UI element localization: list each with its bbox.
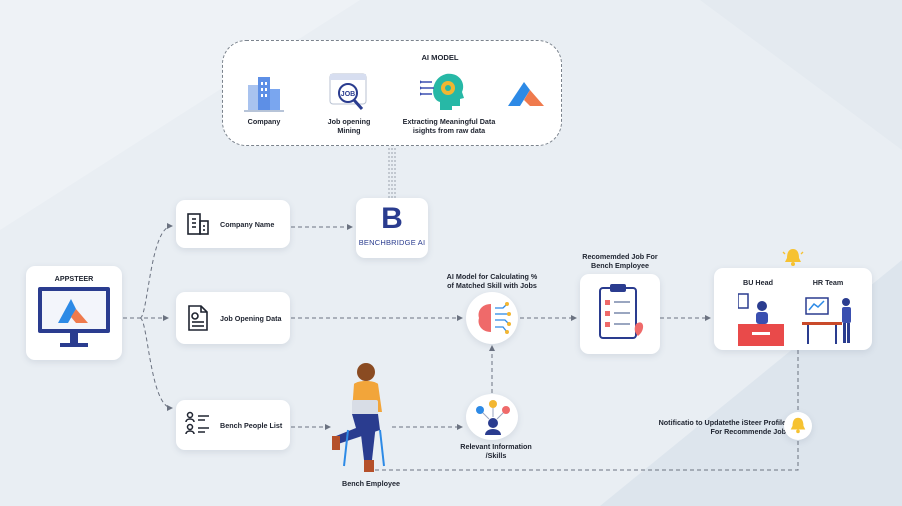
appsteer-card[interactable]: APPSTEER [26, 266, 122, 360]
ai-model-item-label: Job opening Mining [327, 117, 371, 135]
ai-brain-node [466, 292, 518, 344]
job-opening-data-label: Job Opening Data [220, 313, 282, 323]
benchbridge-logo-text: BENCHBRIDGE AI [358, 238, 426, 247]
ai-head-gear-icon [420, 70, 470, 114]
job-search-icon: JOB [328, 72, 370, 114]
teams-card[interactable]: BU Head HR Team [714, 268, 872, 350]
notification-label: Notificatio to Updatethe iSteer Profile … [658, 418, 786, 436]
relevant-info-node [466, 394, 518, 440]
ai-model-title: AI MODEL [421, 53, 459, 62]
appsteer-logo-icon [506, 80, 546, 108]
bu-head-desk-icon [738, 292, 784, 346]
job-opening-data-card[interactable]: Job Opening Data [176, 292, 290, 344]
notification-bell-node [784, 412, 812, 440]
skills-network-icon [476, 399, 510, 435]
benchbridge-ai-card[interactable]: B BENCHBRIDGE AI [356, 198, 428, 258]
document-icon [185, 304, 211, 332]
people-list-icon [185, 411, 211, 439]
bu-head-label: BU Head [743, 278, 773, 287]
bench-employee-figure [330, 360, 396, 476]
notification-bell-icon [788, 415, 808, 435]
benchbridge-logo-letter: B [381, 202, 403, 235]
bell-icon [782, 246, 804, 268]
ai-model-item-label: Company [247, 117, 281, 126]
ai-brain-icon [475, 300, 511, 336]
clipboard-checklist-icon [594, 284, 648, 344]
bench-people-list-label: Bench People List [220, 420, 283, 430]
hr-team-label: HR Team [812, 278, 844, 287]
svg-text:JOB: JOB [341, 91, 355, 98]
relevant-info-label: Relevant Information /Skills [460, 442, 532, 460]
recommended-job-card[interactable] [580, 274, 660, 354]
ai-model-item-label: Extracting Meaningful Data isights from … [402, 117, 496, 135]
buildings-icon [244, 75, 284, 113]
company-name-label: Company Name [220, 219, 275, 229]
company-name-card[interactable]: Company Name [176, 200, 290, 248]
bench-employee-label: Bench Employee [342, 479, 400, 488]
appsteer-title: APPSTEER [54, 274, 94, 283]
building-icon [185, 211, 211, 237]
hr-team-desk-icon [802, 292, 858, 346]
recommended-job-label: Recomemded Job For Bench Employee [582, 252, 658, 270]
monitor-icon [38, 287, 110, 353]
ai-calc-label: AI Model for Calculating % of Matched Sk… [446, 272, 538, 290]
bench-people-list-card[interactable]: Bench People List [176, 400, 290, 450]
